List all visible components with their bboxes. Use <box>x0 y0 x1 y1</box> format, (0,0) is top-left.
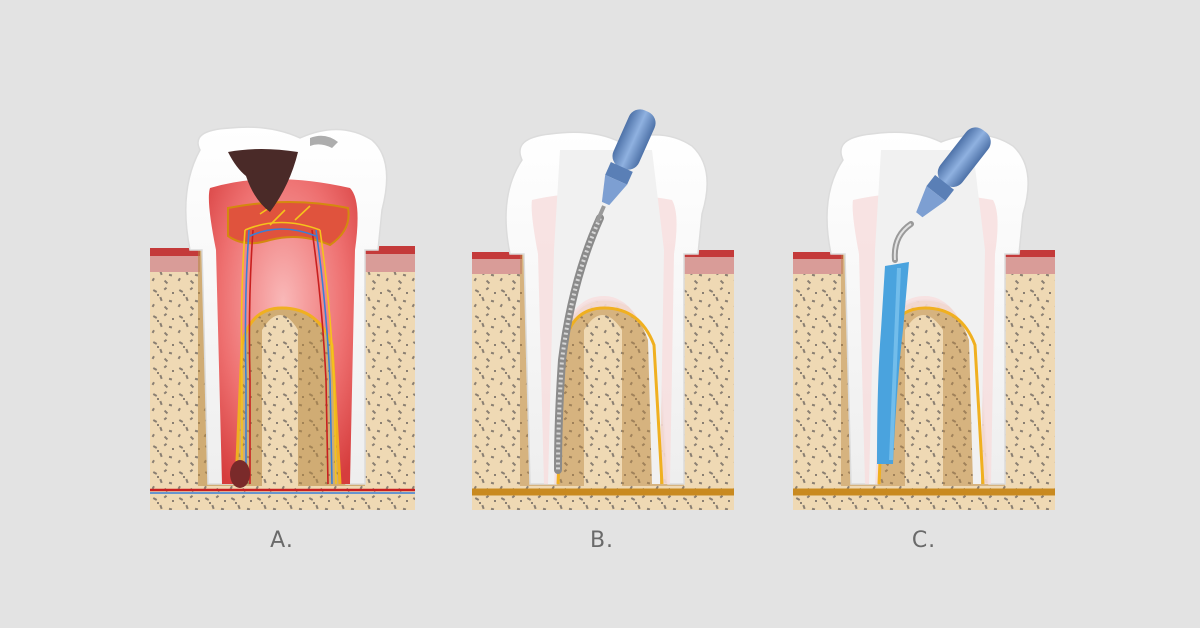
panel-label-a: A. <box>270 528 294 553</box>
tooth-decay <box>228 149 298 212</box>
panel-c-filling-canal <box>793 127 1055 510</box>
root-canal-file-icon <box>554 109 656 474</box>
abscess <box>230 460 250 488</box>
panel-a-infected-tooth <box>150 126 415 510</box>
gum-right <box>365 249 415 272</box>
access-opening <box>548 150 664 484</box>
panel-label-c: C. <box>911 528 937 553</box>
panel-label-b: B. <box>589 528 615 553</box>
canal-filling <box>877 262 909 464</box>
filling-instrument-icon <box>891 127 991 263</box>
nerve-bundle <box>150 203 415 494</box>
infected-pulp <box>208 179 358 484</box>
gum-right <box>684 253 734 274</box>
gum-right <box>1005 253 1055 274</box>
panel-b-cleaning-canal <box>472 109 734 510</box>
